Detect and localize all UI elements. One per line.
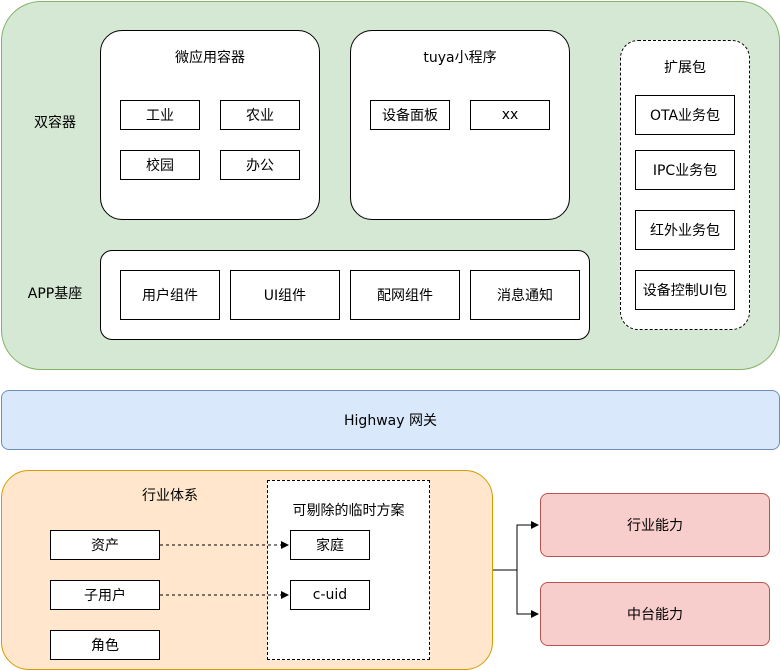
- industry-asset: 资产: [50, 530, 160, 560]
- extension-device-control-ui-package: 设备控制UI包: [635, 270, 735, 310]
- temp-c-uid: c-uid: [290, 580, 370, 610]
- tuya-mini-program-title: tuya小程序: [423, 50, 497, 66]
- industry-role: 角色: [50, 630, 160, 660]
- micro-app-agriculture: 农业: [220, 100, 300, 130]
- platform-capability: 中台能力: [540, 582, 770, 646]
- highway-gateway: Highway 网关: [1, 390, 780, 450]
- app-base-user-component: 用户组件: [120, 270, 220, 320]
- highway-gateway-label: Highway 网关: [344, 413, 437, 429]
- industry-to-industry-capability-arrow: [493, 521, 539, 571]
- extension-ipc-package: IPC业务包: [635, 150, 735, 190]
- app-base-ui-component: UI组件: [230, 270, 340, 320]
- app-base-label: APP基座: [27, 286, 83, 302]
- industry-system-title: 行业体系: [142, 488, 198, 504]
- app-base-message-notification: 消息通知: [470, 270, 580, 320]
- temp-family: 家庭: [290, 530, 370, 560]
- dual-container-label: 双容器: [34, 115, 76, 131]
- app-base-network-component: 配网组件: [350, 270, 460, 320]
- extension-ota-package: OTA业务包: [635, 95, 735, 135]
- industry-to-platform-capability-arrow: [516, 570, 539, 618]
- extension-infrared-package: 红外业务包: [635, 210, 735, 250]
- tuya-device-panel: 设备面板: [370, 100, 450, 130]
- micro-app-industry: 工业: [120, 100, 200, 130]
- extension-pack-title: 扩展包: [664, 60, 706, 76]
- micro-app-campus: 校园: [120, 150, 200, 180]
- temp-solution-title: 可剔除的临时方案: [292, 503, 405, 519]
- industry-sub-user: 子用户: [50, 580, 160, 610]
- temp-solution-container: [267, 480, 430, 660]
- industry-capability: 行业能力: [540, 493, 770, 557]
- micro-app-office: 办公: [220, 150, 300, 180]
- tuya-xx: xx: [470, 100, 550, 130]
- micro-app-container-title: 微应用容器: [175, 50, 245, 66]
